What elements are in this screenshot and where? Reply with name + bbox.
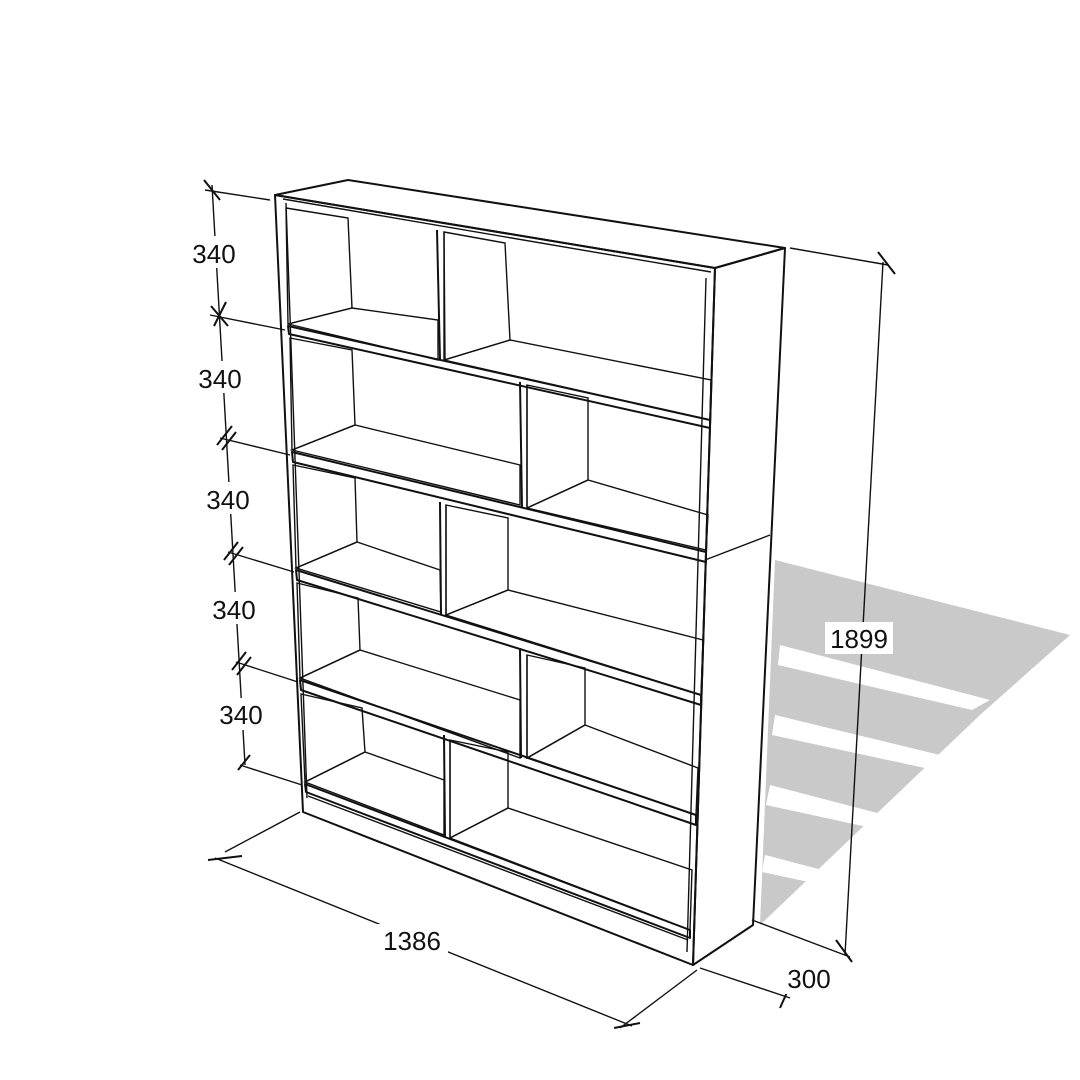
bookshelf-body [274, 179, 786, 966]
total-width-label: 1386 [383, 926, 441, 956]
shelf-height-2-label: 340 [198, 364, 241, 394]
depth-label: 300 [787, 964, 830, 994]
compartments-row-4 [296, 582, 699, 826]
front-frame [274, 194, 716, 966]
compartments-row-3 [292, 464, 704, 706]
floor-shadow [760, 560, 1070, 925]
top-panel [274, 179, 786, 269]
shelf-height-4-label: 340 [212, 595, 255, 625]
total-height-label: 1899 [830, 624, 888, 654]
dimension-labels: 340 340 340 340 340 1899 1386 300 [188, 236, 893, 994]
shelf-height-3-label: 340 [206, 485, 249, 515]
compartments-row-2 [289, 337, 709, 563]
compartments-row-5 [300, 693, 693, 939]
shelf-height-1-label: 340 [192, 239, 235, 269]
side-panel-seam [704, 534, 771, 561]
shelf-height-5-label: 340 [219, 700, 262, 730]
dimension-lines [203, 179, 896, 1029]
compartments-row-1 [285, 207, 712, 429]
